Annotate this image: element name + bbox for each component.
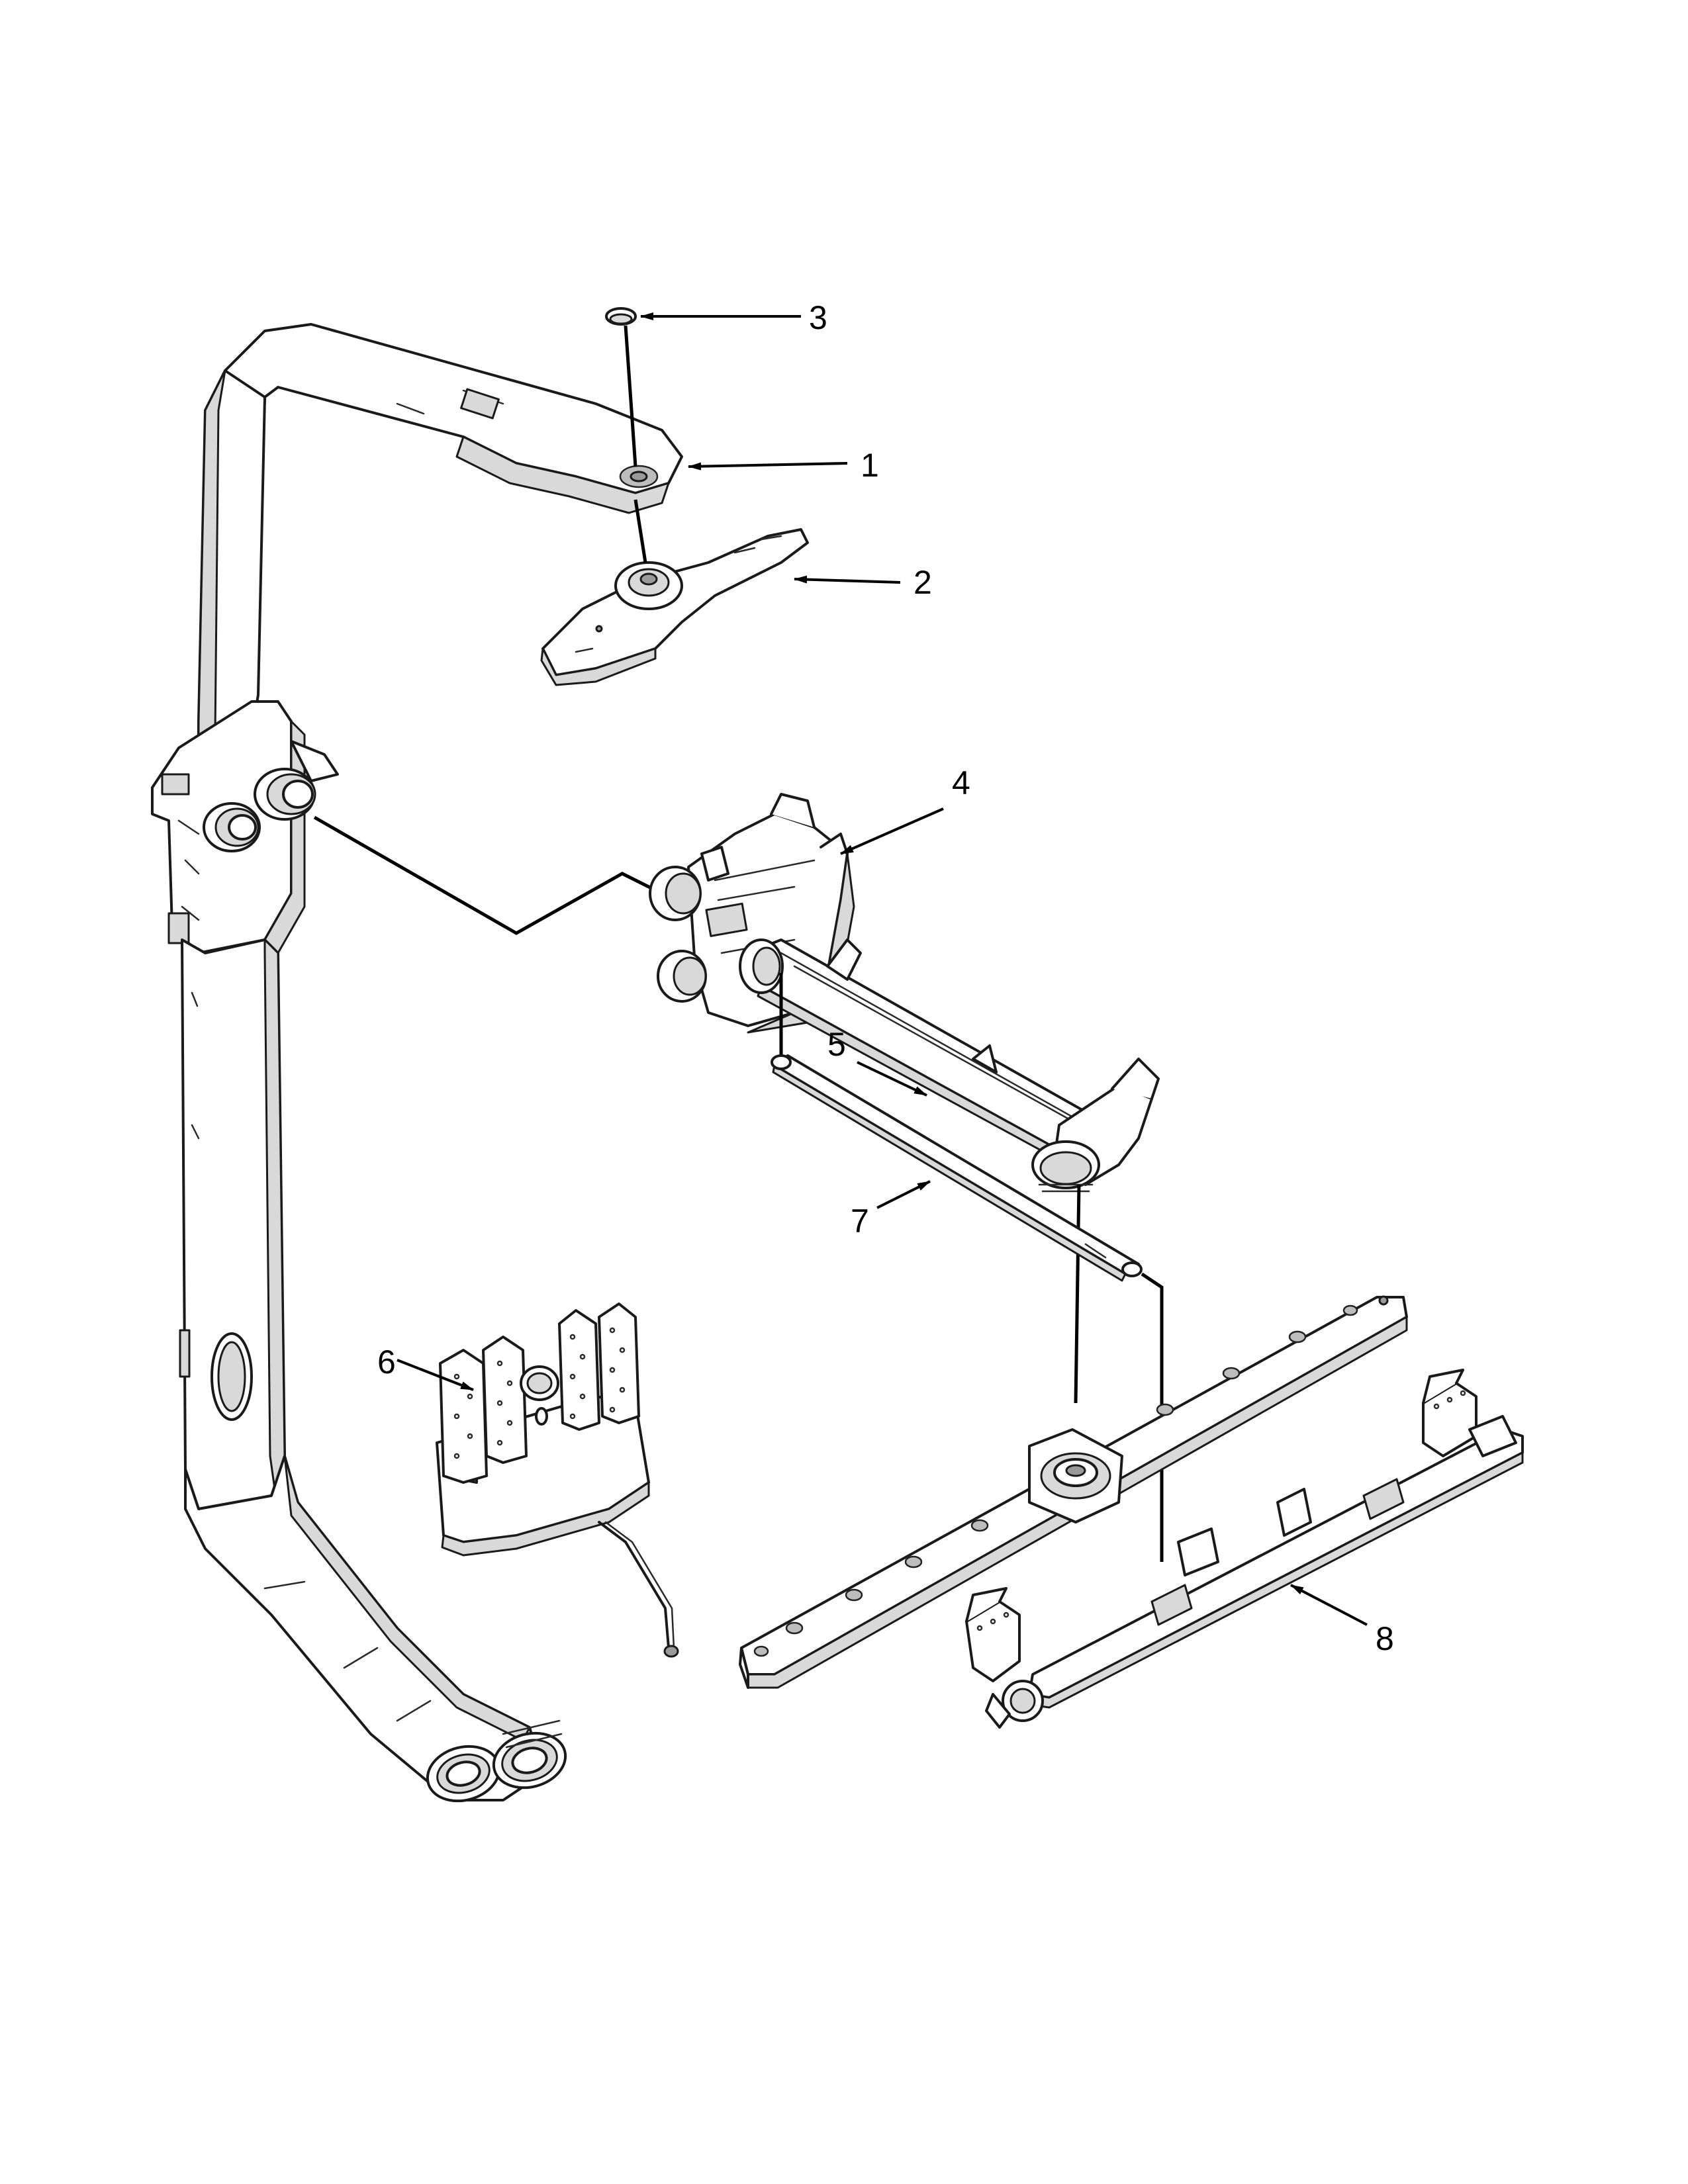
callout-7: 7 [851, 1203, 869, 1240]
callout-4: 4 [952, 764, 970, 801]
leader-lines [397, 312, 1368, 1626]
callout-3: 3 [809, 299, 827, 336]
rack-tube-part-8 [965, 1369, 1524, 1729]
callout-1: 1 [861, 447, 879, 484]
manifold-nozzle-1 [649, 866, 702, 921]
lower-spray-arm-part-5 [739, 1295, 1408, 1689]
port-nozzle-upper [254, 768, 316, 821]
upper-spray-arm-part-2 [540, 528, 809, 686]
supply-tube-assembly [151, 323, 683, 1803]
callout-2: 2 [914, 564, 932, 601]
callout-8: 8 [1376, 1620, 1394, 1657]
callout-5: 5 [827, 1026, 846, 1063]
outlet-pipe-left [426, 1745, 501, 1803]
connecting-tube-part-7 [771, 1054, 1143, 1282]
manifold-nozzle-2 [657, 950, 707, 1003]
callout-6: 6 [377, 1343, 396, 1381]
manifold-assembly-part-4 [649, 793, 1160, 1193]
outlet-pipe-right [492, 1719, 567, 1790]
heater-plate-part-6 [436, 1302, 679, 1658]
port-nozzle-lower [203, 802, 261, 852]
callout-labels: 3 1 2 4 5 7 6 8 [377, 299, 1394, 1657]
cap-part-3 [605, 307, 637, 326]
